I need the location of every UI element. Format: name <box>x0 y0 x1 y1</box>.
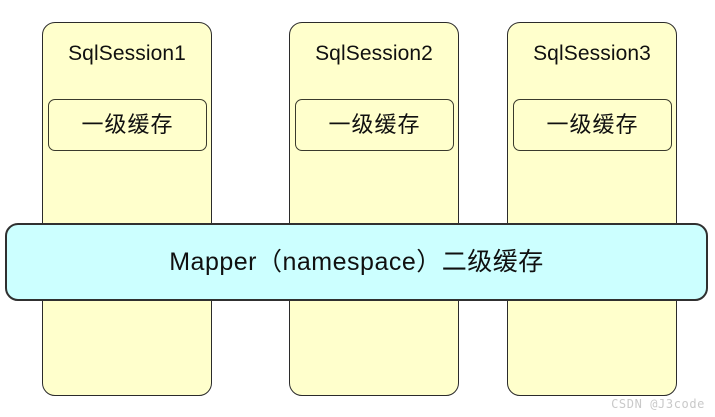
watermark: CSDN @J3code <box>611 397 705 411</box>
first-level-cache-box-sqlsession1: 一级缓存 <box>48 99 207 151</box>
first-level-cache-label-sqlsession3: 一级缓存 <box>546 112 639 137</box>
second-level-cache-label: Mapper（namespace）二级缓存 <box>169 248 544 276</box>
session-title-sqlsession3: SqlSession3 <box>533 42 651 65</box>
first-level-cache-box-sqlsession3: 一级缓存 <box>513 99 672 151</box>
second-level-cache-banner: Mapper（namespace）二级缓存 <box>5 223 708 301</box>
session-column-sqlsession1: SqlSession1 <box>42 22 212 396</box>
session-title-sqlsession1: SqlSession1 <box>68 42 186 65</box>
first-level-cache-box-sqlsession2: 一级缓存 <box>295 99 454 151</box>
first-level-cache-label-sqlsession2: 一级缓存 <box>328 112 421 137</box>
session-title-sqlsession2: SqlSession2 <box>315 42 433 65</box>
session-column-sqlsession2: SqlSession2 <box>289 22 459 396</box>
first-level-cache-label-sqlsession1: 一级缓存 <box>81 112 174 137</box>
session-column-sqlsession3: SqlSession3 <box>507 22 677 396</box>
